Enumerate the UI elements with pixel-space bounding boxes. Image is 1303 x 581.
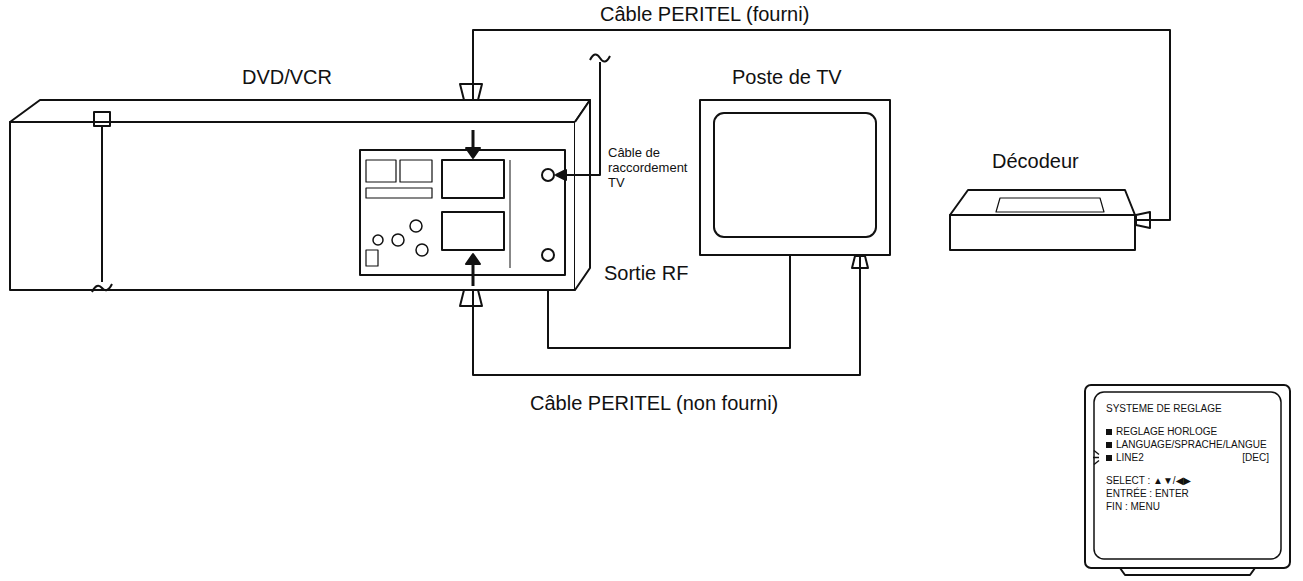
menu-text: LINE2: [1106, 451, 1144, 464]
panel-jack: [392, 234, 404, 246]
antenna-arrow: [556, 170, 566, 180]
menu-tv-base: [1120, 568, 1255, 575]
cable-label: Câble PERITEL (fourni): [598, 3, 811, 26]
antenna-cable: [562, 62, 600, 175]
panel-part: [510, 160, 511, 268]
power-cord: [92, 126, 112, 292]
device-label: Poste de TV: [732, 66, 842, 89]
rear-panel: [360, 150, 565, 275]
scart-socket: [442, 212, 504, 250]
vcr-rear: [10, 122, 575, 290]
menu-text: REGLAGE HORLOGE: [1106, 425, 1217, 438]
cable-label: Câble PERITEL (non fourni): [528, 392, 780, 415]
menu-row: SYSTEME DE REGLAGE: [1106, 402, 1269, 415]
menu-row: REGLAGE HORLOGE: [1106, 425, 1269, 438]
scart-plug: [460, 290, 482, 306]
insert-arrow: [466, 148, 480, 158]
menu-row: FIN : MENU: [1106, 500, 1269, 513]
menu-text: ENTRÉE : ENTER: [1106, 487, 1189, 500]
panel-jack: [410, 220, 422, 232]
cable-line: [548, 255, 790, 348]
menu-row: LANGUAGE/SPRACHE/LANGUE: [1106, 438, 1269, 451]
menu-row: ENTRÉE : ENTER: [1106, 487, 1269, 500]
vcr-side: [575, 100, 590, 290]
blink-ray: [1094, 461, 1099, 465]
menu-row: LINE2 [DEC]: [1106, 451, 1269, 464]
power-inlet: [94, 112, 110, 126]
decoder-device: Décodeur: [950, 190, 1135, 250]
panel-jack: [416, 244, 428, 256]
antenna-symbol: [590, 54, 610, 61]
rf-out-jack: [542, 249, 554, 261]
scart-socket: [442, 160, 504, 198]
decoder-panel: [996, 198, 1104, 212]
menu-row: SELECT : ▲▼/◀▶: [1106, 474, 1269, 487]
tv-set: Poste de TV: [700, 100, 890, 255]
scart-plug: [460, 84, 482, 100]
decoder-body: [950, 215, 1135, 250]
device-label: DVD/VCR: [242, 66, 332, 89]
blink-ray: [1094, 451, 1099, 455]
insert-arrow: [466, 254, 480, 264]
device-label: Décodeur: [992, 150, 1079, 173]
panel-jack: [373, 235, 383, 245]
panel-part: [366, 250, 378, 266]
vcr-device: DVD/VCR: [10, 100, 590, 290]
panel-part: [366, 188, 432, 198]
tv-screen: [714, 113, 876, 237]
menu-text: [DEC]: [1242, 451, 1269, 464]
menu-text: FIN : MENU: [1106, 500, 1160, 513]
port-label: Sortie RF: [602, 262, 690, 285]
decoder-top: [950, 190, 1135, 215]
menu-text: SELECT : ▲▼/◀▶: [1106, 474, 1191, 487]
menu-tv-body: [1085, 385, 1290, 568]
panel-part: [366, 160, 396, 182]
cable-label: Câble de raccordement TV: [606, 146, 696, 191]
menu-text: LANGUAGE/SPRACHE/LANGUE: [1106, 438, 1267, 451]
menu-text: SYSTEME DE REGLAGE: [1106, 402, 1222, 415]
cable-line: [473, 30, 1170, 220]
insert-arrow: [472, 264, 475, 286]
tv-body: [700, 100, 890, 255]
cable-line: [473, 255, 860, 375]
menu-screen: SYSTEME DE REGLAGE REGLAGE HORLOGELANGUAG…: [1094, 392, 1281, 559]
rf-in-jack: [542, 169, 554, 181]
panel-part: [400, 160, 432, 182]
menu-tv-screen: [1094, 392, 1281, 559]
blink-ray: [1093, 457, 1099, 459]
